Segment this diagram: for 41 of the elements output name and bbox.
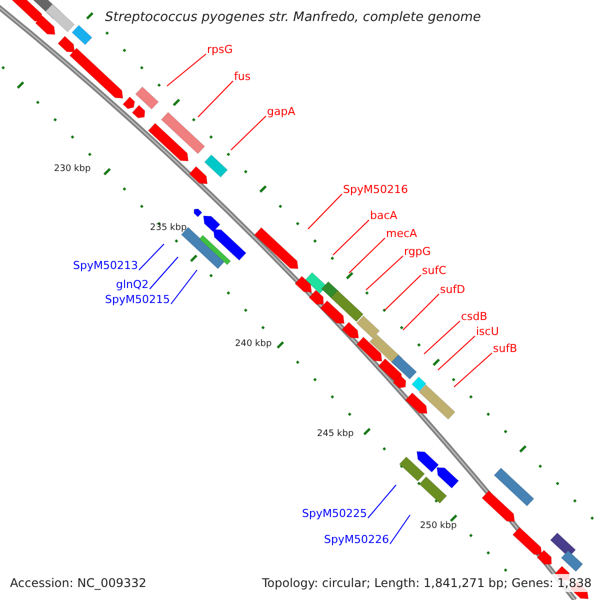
leader-line xyxy=(438,336,476,370)
gene-label: sufC xyxy=(422,265,446,277)
leader-line xyxy=(138,244,164,270)
gene-label: SpyM50225 xyxy=(302,508,367,520)
title: Streptococcus pyogenes str. Manfredo, complete genome xyxy=(105,9,481,27)
leader-line xyxy=(348,238,386,274)
leader-line xyxy=(389,514,410,544)
leader-line xyxy=(384,274,422,310)
footer-text: Accession: NC_009332 xyxy=(10,575,146,592)
leader-line xyxy=(230,116,266,150)
gene-label: iscU xyxy=(476,326,499,338)
footer-text: Topology: circular; Length: 1,841,271 bp; Genes: 1,838 xyxy=(262,574,592,592)
gene-label: sufB xyxy=(493,343,518,355)
scale-label: 240 kbp xyxy=(235,338,272,351)
leader-line xyxy=(170,270,198,304)
leader-line xyxy=(367,484,396,518)
scale-label: 235 kbp xyxy=(150,222,187,235)
scale-label: 245 kbp xyxy=(317,428,354,441)
scale-label: 250 kbp xyxy=(420,520,457,533)
leader-line xyxy=(332,220,370,256)
leader-line xyxy=(308,194,342,230)
gene-label: SpyM50213 xyxy=(73,260,138,272)
leader-line xyxy=(198,80,234,118)
gene-label: fus xyxy=(234,71,251,83)
gene-label: mecA xyxy=(386,228,418,240)
gene-label: SpyM50226 xyxy=(324,534,389,546)
gene-label: sufD xyxy=(440,284,466,296)
gene-label: glnQ2 xyxy=(116,279,149,291)
gene-label: csdB xyxy=(461,311,488,323)
gene-label: gapA xyxy=(267,106,296,118)
scale-label: 230 kbp xyxy=(54,163,91,176)
leader-line xyxy=(424,320,460,354)
gene-label: rgpG xyxy=(404,246,431,258)
gene-label: rpsG xyxy=(207,44,233,56)
leader-line xyxy=(454,352,492,388)
leader-line xyxy=(149,256,178,290)
gene-label: bacA xyxy=(370,210,398,222)
leader-line xyxy=(366,256,404,290)
leader-line xyxy=(166,54,206,86)
gene-label: SpyM50215 xyxy=(105,294,170,306)
gene-label: SpyM50216 xyxy=(343,184,408,196)
